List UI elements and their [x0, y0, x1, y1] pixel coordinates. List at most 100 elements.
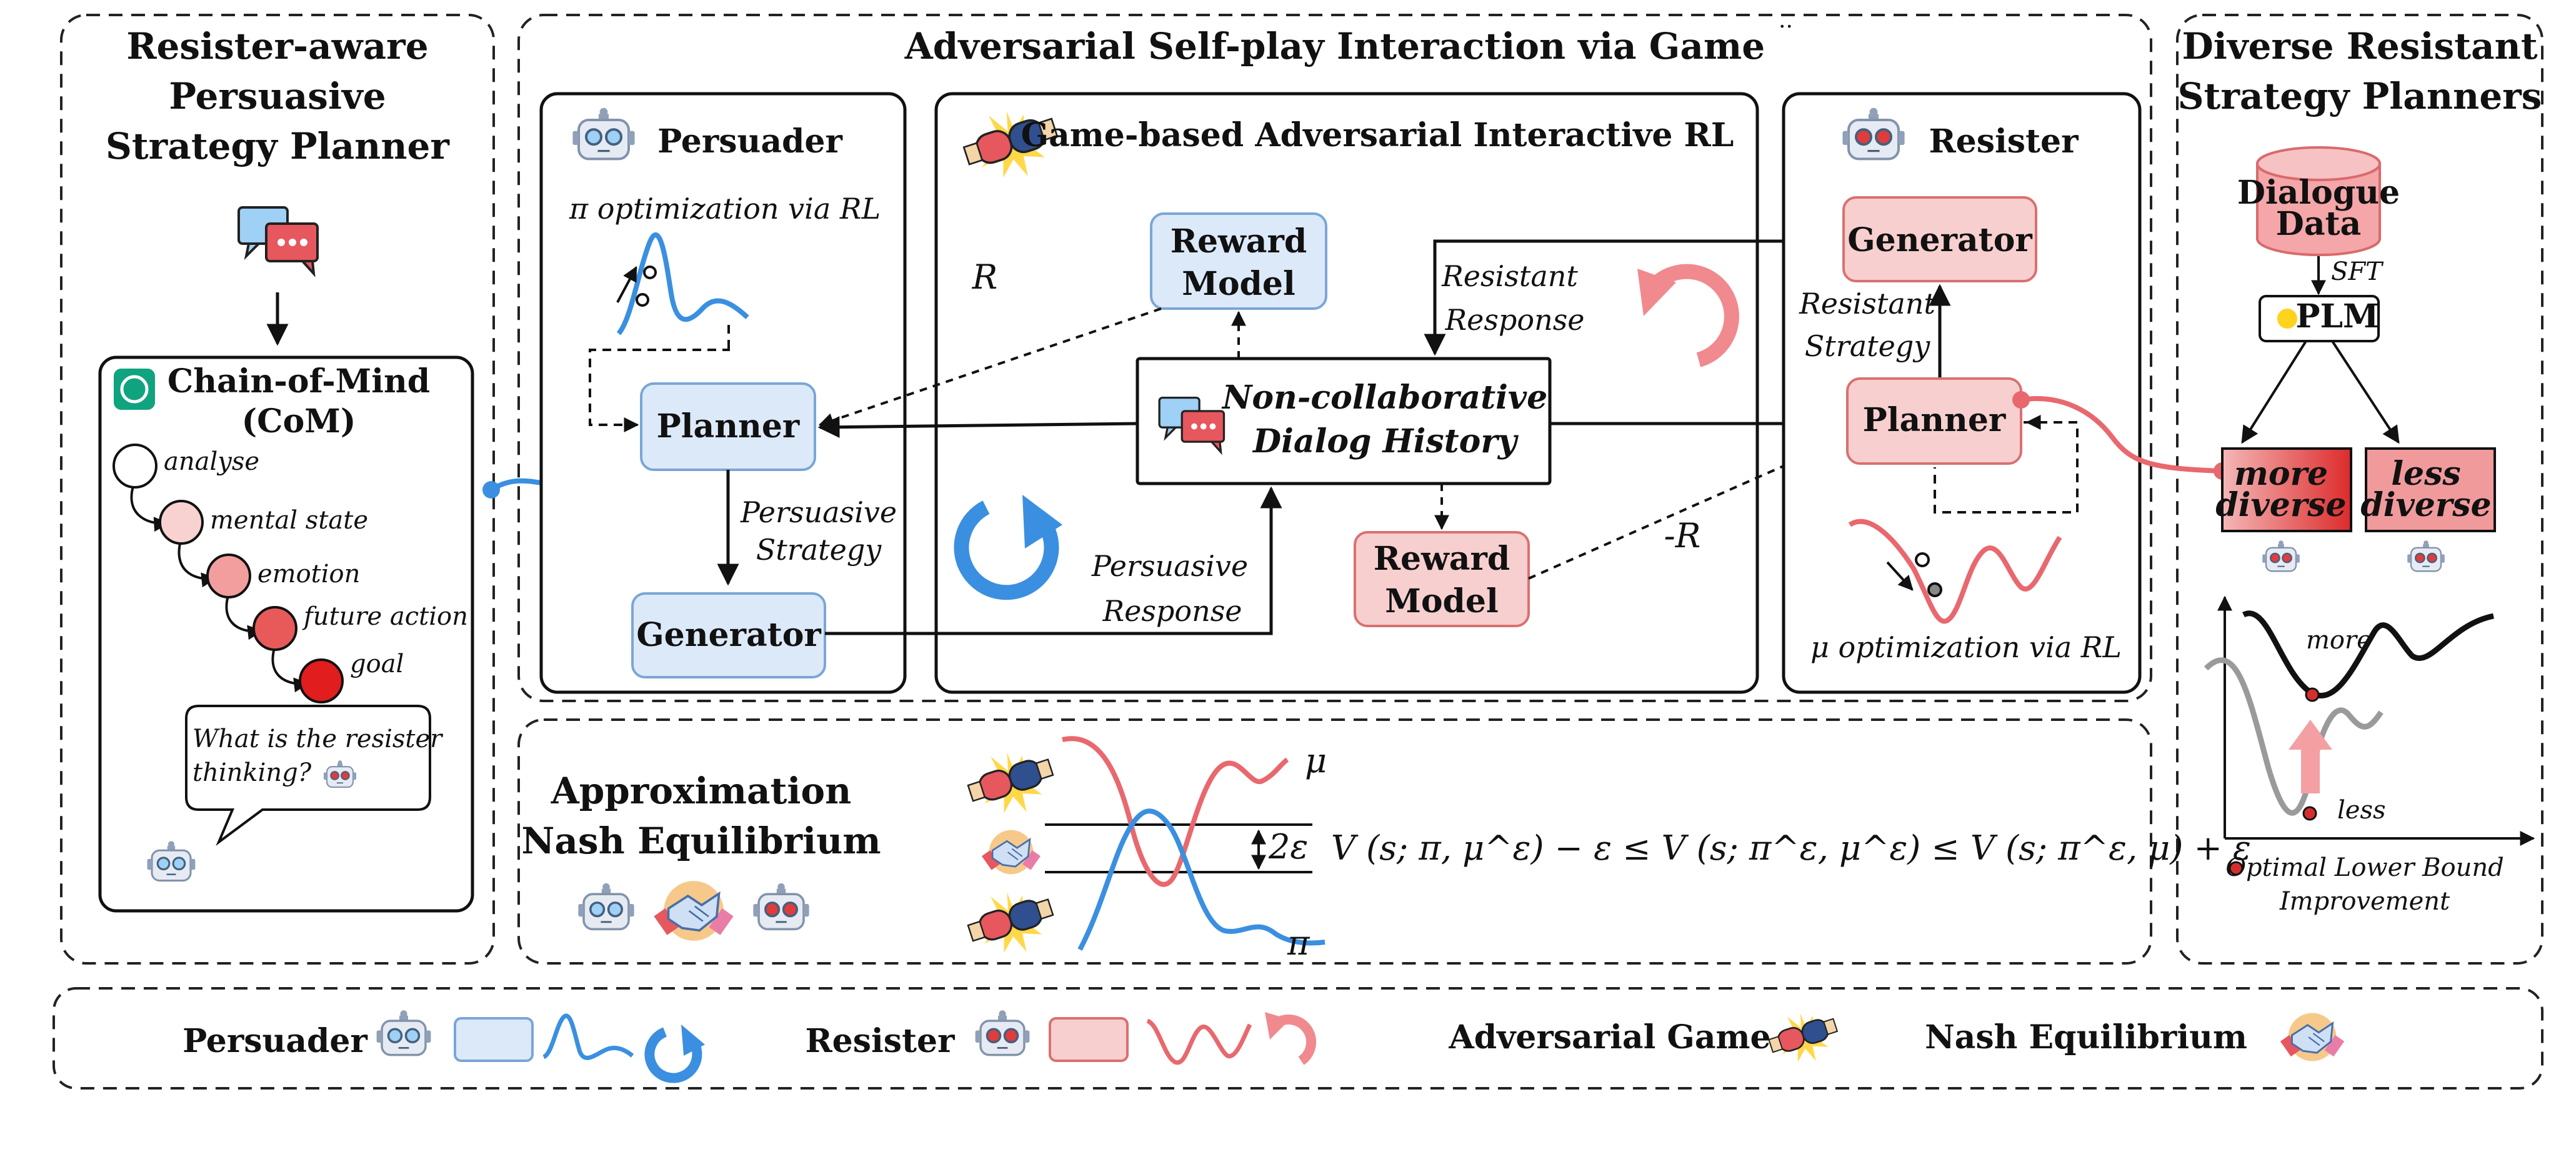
- persuader-generator-box: [631, 592, 826, 678]
- resister-optimization: μ optimization via RL: [1810, 630, 2122, 664]
- resistant-strategy-line1: Resistant: [1799, 287, 1935, 320]
- chatgpt-icon: [114, 369, 155, 410]
- persuader-optimization: π optimization via RL: [569, 192, 881, 226]
- less-diverse-line2: diverse: [2360, 486, 2491, 524]
- com-step-emotion: emotion: [257, 560, 360, 588]
- nash-handshake-icon: [652, 880, 735, 942]
- legend-persuader-cycle-head: [681, 1025, 705, 1056]
- legend-nash-handshake-icon: [2279, 1012, 2345, 1062]
- nash-pi-curve: [1077, 808, 1325, 951]
- curve-less-label: less: [2337, 796, 2386, 825]
- optimum-less-point: [2302, 806, 2317, 821]
- red-cycle-arrowhead: [1637, 269, 1676, 316]
- center-panel: [517, 14, 2152, 702]
- resister-title: Resister: [1929, 122, 2079, 161]
- resister-connector-start: [2012, 391, 2030, 409]
- game-title: Game-based Adversarial Interactive RL: [1021, 116, 1734, 154]
- com-step-emotion-node: [206, 554, 251, 598]
- nash-gloves-top-icon: [965, 751, 1056, 814]
- red-cycle-icon: [1646, 264, 1739, 367]
- less-diverse-box: [2365, 447, 2496, 532]
- resister-generator-label: Generator: [1847, 221, 2032, 259]
- generator-to-history: [825, 486, 1282, 635]
- left-title-line2: Persuasive: [169, 75, 386, 117]
- resister-generator-to-history: [1424, 239, 1845, 356]
- reward-neg-R-label: -R: [1664, 516, 1701, 555]
- resister-curve-arrow: [1886, 561, 1914, 591]
- legend-panel: [52, 987, 2544, 1090]
- nash-pi-label: π: [1287, 923, 1310, 963]
- com-step-mental-state: mental state: [210, 506, 368, 535]
- persuasive-strategy-line2: Strategy: [756, 533, 882, 567]
- center-title-mark: ..: [1779, 7, 1793, 33]
- history-to-persuader-planner: [817, 416, 1138, 439]
- dialog-history-box: [1136, 357, 1552, 485]
- right-title-line2: Strategy Planners: [2178, 75, 2542, 117]
- blue-cycle-arrowhead: [1022, 495, 1062, 549]
- persuader-planner-label: Planner: [657, 407, 800, 445]
- persuader-curve-arrow: [616, 266, 637, 303]
- chat-bubbles-icon: [237, 206, 319, 275]
- resister-curve-point-b: [1927, 582, 1942, 597]
- resistant-response-line2: Response: [1444, 303, 1584, 337]
- resister-planner-label: Planner: [1863, 401, 2006, 439]
- thought-line1: What is the resister: [192, 725, 444, 753]
- legend-resister-label: Resister: [805, 1022, 955, 1060]
- curve-less: [2204, 657, 2384, 816]
- persuader-policy-curve: [616, 232, 749, 335]
- dialog-history-line1: Non-collaborative: [1221, 379, 1547, 417]
- left-title-line3: Strategy Planner: [106, 125, 450, 167]
- resister-planner-box: [1846, 377, 2022, 465]
- center-title: Adversarial Self-play Interaction via Ga…: [904, 25, 1765, 67]
- chatgpt-icon-knot: [120, 375, 149, 404]
- reward-model-top-line2: Model: [1182, 265, 1295, 303]
- reward-model-bottom-box: [1354, 531, 1530, 627]
- hugging-face-icon: [2277, 309, 2297, 329]
- persuader-title: Persuader: [657, 122, 842, 161]
- com-step-mental-state-node: [159, 500, 204, 545]
- com-step-future-action-node: [252, 606, 297, 651]
- com-step-future-action: future action: [302, 602, 468, 631]
- legend-persuader-curve: [542, 1013, 634, 1060]
- less-diverse-robot-icon: [2407, 540, 2445, 572]
- plm-box: [2259, 295, 2380, 342]
- com-title-line2: (CoM): [242, 402, 356, 440]
- curve-more: [2242, 610, 2494, 698]
- nash-mu-curve: [1062, 736, 1289, 887]
- legend-persuader-robot-icon: [375, 1009, 432, 1056]
- legend-game-label: Adversarial Game: [1448, 1018, 1770, 1056]
- curve-more-label: more: [2306, 626, 2372, 655]
- legend-persuader-label: Persuader: [182, 1022, 367, 1060]
- right-panel: [2176, 14, 2544, 965]
- persuader-curve-point-b: [636, 293, 649, 307]
- com-title-line1: Chain-of-Mind: [167, 362, 430, 400]
- nash-mu-label: μ: [1305, 741, 1327, 780]
- reward-model-top-box: [1150, 212, 1327, 310]
- optimum-more-point: [2305, 687, 2320, 702]
- resister-connector: [2020, 396, 2223, 474]
- dialog-history-line2: Dialog History: [1252, 422, 1519, 460]
- less-diverse-line1: less: [2391, 455, 2460, 493]
- nash-robot-blue-icon: [577, 882, 636, 931]
- thought-bubble: [185, 705, 431, 846]
- com-step-goal: goal: [350, 650, 404, 678]
- nash-handshake-small-icon: [981, 829, 1042, 875]
- legend-optimum-dot: [2229, 861, 2244, 876]
- legend-resister-curve: [1146, 1018, 1252, 1065]
- reward-model-bottom-line2: Model: [1385, 582, 1498, 620]
- persuasive-response-line1: Persuasive: [1091, 549, 1248, 583]
- resister-curve-point-a: [1915, 552, 1930, 567]
- legend-persuader-cycle: [644, 1027, 702, 1083]
- persuasive-strategy-line1: Persuasive: [740, 495, 897, 529]
- persuasive-response-line2: Response: [1102, 594, 1242, 628]
- more-diverse-robot-icon: [2262, 540, 2300, 572]
- resistant-response-line1: Resistant: [1441, 259, 1578, 293]
- reward-model-top-line1: Reward: [1171, 222, 1307, 261]
- legend-persuader-box: [454, 1017, 534, 1062]
- reward-R-label: R: [972, 257, 998, 297]
- legend-resister-box: [1049, 1017, 1129, 1062]
- com-step-goal-node: [299, 658, 344, 703]
- legend-resister-cycle-head: [1265, 1012, 1290, 1040]
- thought-line2: thinking?: [192, 758, 312, 787]
